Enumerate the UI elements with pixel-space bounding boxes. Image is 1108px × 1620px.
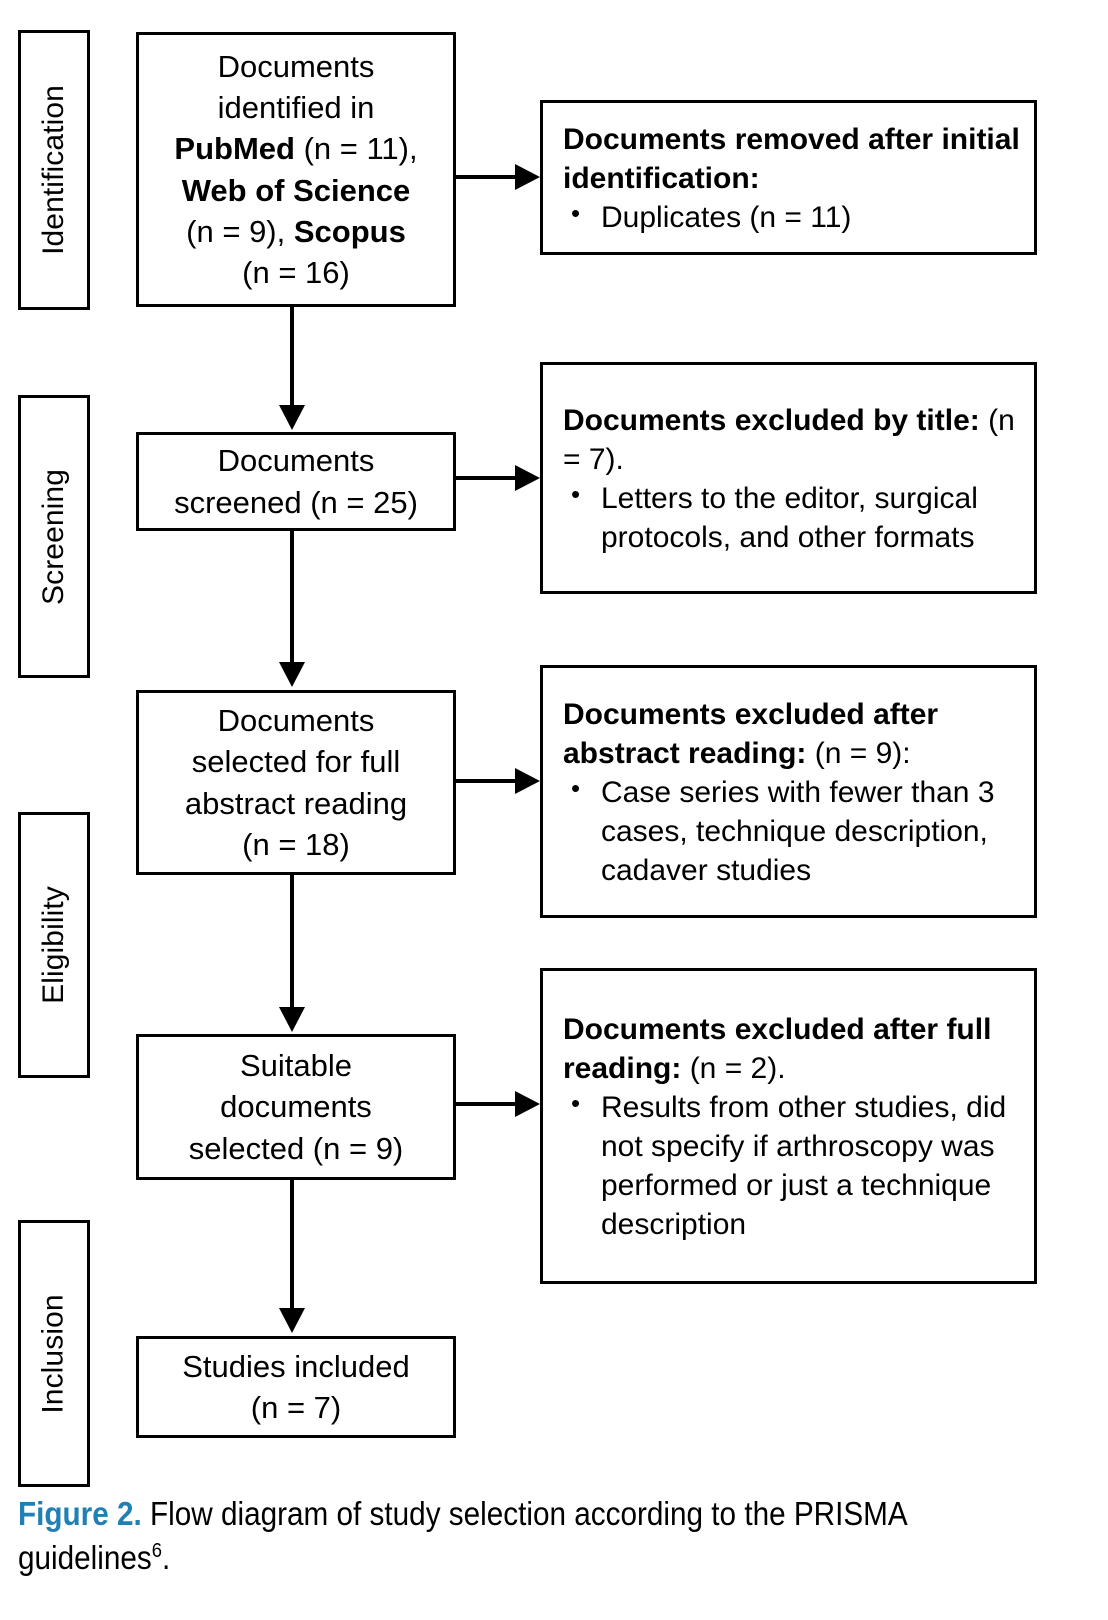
flow-box-line: (n = 18) bbox=[185, 824, 407, 865]
connector-suitable-to-excluded-full-line bbox=[456, 1102, 518, 1106]
flow-box-line: abstract reading bbox=[185, 783, 407, 824]
figure-caption-text: Flow diagram of study selection accordin… bbox=[18, 1495, 907, 1576]
exclusion-box-title-heading: Documents excluded by title: (n = 7). bbox=[563, 401, 1020, 479]
flow-box-line: (n = 9), Scopus bbox=[174, 211, 417, 252]
stage-label-screening: Screening bbox=[18, 395, 90, 678]
exclusion-box-title-heading-bold: Documents excluded by title: bbox=[563, 404, 980, 437]
connector-identified-to-removed-arrow bbox=[515, 164, 540, 190]
stage-label-identification: Identification bbox=[18, 30, 90, 310]
exclusion-box-title-heading-regular: (n = 7). bbox=[563, 404, 1015, 476]
stage-label-inclusion-text: Inclusion bbox=[37, 1293, 70, 1414]
flow-box-span: (n = 9), bbox=[186, 213, 294, 249]
figure-caption: Figure 2. Flow diagram of study selectio… bbox=[18, 1492, 972, 1579]
connector-screened-to-abstract-arrow bbox=[279, 662, 305, 687]
stage-label-eligibility-text: Eligibility bbox=[37, 886, 70, 1004]
connector-screened-to-abstract-line bbox=[290, 531, 294, 664]
flow-box-line: selected for full bbox=[185, 741, 407, 782]
exclusion-box-full-bullets: Results from other studies, did not spec… bbox=[563, 1087, 1020, 1244]
flow-box-line: (n = 16) bbox=[174, 252, 417, 293]
flow-box-line: identified in bbox=[174, 87, 417, 128]
flow-box-span: Studies included bbox=[182, 1348, 410, 1384]
connector-identified-to-screened-line bbox=[290, 307, 294, 407]
figure-caption-superscript: 6 bbox=[151, 1538, 162, 1562]
flow-box-documents-selected-abstract-text: Documents selected for full abstract readi… bbox=[185, 700, 407, 865]
flow-box-studies-included: Studies included (n = 7) bbox=[136, 1336, 456, 1438]
stage-label-inclusion: Inclusion bbox=[18, 1220, 90, 1487]
exclusion-box-full-heading: Documents excluded after full reading: (… bbox=[563, 1010, 1020, 1088]
figure-caption-end: . bbox=[162, 1538, 171, 1576]
exclusion-box-excluded-after-full-reading: Documents excluded after full reading: (… bbox=[540, 968, 1037, 1284]
flow-box-span: Suitable bbox=[239, 1048, 352, 1084]
exclusion-box-title-bullets: Letters to the editor, surgical protocol… bbox=[563, 478, 1020, 557]
exclusion-box-removed-heading: Documents removed after initial identifi… bbox=[563, 120, 1020, 198]
flow-box-line: screened (n = 25) bbox=[174, 482, 418, 523]
exclusion-box-full-heading-regular: (n = 2). bbox=[681, 1052, 786, 1085]
connector-identified-to-removed-line bbox=[456, 175, 518, 179]
stage-label-identification-text: Identification bbox=[37, 85, 70, 255]
figure-label: Figure 2. bbox=[18, 1495, 142, 1532]
exclusion-box-removed-heading-bold: Documents removed after initial identifi… bbox=[563, 123, 1020, 195]
flow-box-line: Studies included bbox=[182, 1346, 410, 1387]
flow-box-line: Suitable bbox=[189, 1045, 404, 1086]
list-item: Letters to the editor, surgical protocol… bbox=[563, 478, 1020, 557]
connector-screened-to-excluded-title-line bbox=[456, 476, 518, 480]
connector-suitable-to-excluded-full-arrow bbox=[515, 1091, 540, 1117]
flow-box-span: documents bbox=[220, 1089, 372, 1125]
flow-box-line: (n = 7) bbox=[182, 1387, 410, 1428]
flow-box-span: (n = 16) bbox=[242, 254, 350, 290]
connector-abstract-to-excluded-abstract-arrow bbox=[515, 768, 540, 794]
list-item: Case series with fewer than 3 cases, tec… bbox=[563, 772, 1020, 890]
exclusion-box-full-heading-bold: Documents excluded after full reading: bbox=[563, 1013, 992, 1085]
exclusion-box-abstract-heading-regular: (n = 9): bbox=[806, 737, 911, 770]
connector-screened-to-excluded-title-arrow bbox=[515, 465, 540, 491]
connector-abstract-to-suitable-line bbox=[290, 875, 294, 1009]
exclusion-box-excluded-by-title: Documents excluded by title: (n = 7). Le… bbox=[540, 362, 1037, 594]
connector-suitable-to-included-line bbox=[290, 1180, 294, 1310]
flow-box-span: Documents bbox=[217, 443, 375, 479]
stage-label-eligibility: Eligibility bbox=[18, 812, 90, 1078]
exclusion-box-removed-bullets: Duplicates (n = 11) bbox=[563, 197, 1020, 237]
flow-box-documents-screened: Documents screened (n = 25) bbox=[136, 432, 456, 531]
flow-box-line: Documents bbox=[185, 700, 407, 741]
connector-abstract-to-excluded-abstract-line bbox=[456, 779, 518, 783]
flow-box-line: PubMed (n = 11), bbox=[174, 128, 417, 169]
stage-label-screening-text: Screening bbox=[37, 468, 70, 605]
connector-identified-to-screened-arrow bbox=[279, 405, 305, 430]
flow-box-suitable-documents: Suitable documents selected (n = 9) bbox=[136, 1034, 456, 1180]
exclusion-box-excluded-after-abstract-reading: Documents excluded after abstract readin… bbox=[540, 665, 1037, 918]
flow-box-span: screened (n = 25) bbox=[174, 484, 418, 520]
flow-box-line: Documents bbox=[174, 46, 417, 87]
flow-box-suitable-documents-text: Suitable documents selected (n = 9) bbox=[189, 1045, 404, 1169]
list-item: Results from other studies, did not spec… bbox=[563, 1087, 1020, 1244]
flow-box-span: abstract reading bbox=[184, 785, 408, 821]
flow-box-span: identified in bbox=[217, 90, 375, 126]
exclusion-box-abstract-bullets: Case series with fewer than 3 cases, tec… bbox=[563, 772, 1020, 890]
flow-box-span: selected for full bbox=[191, 744, 401, 780]
exclusion-box-abstract-heading-bold: Documents excluded after abstract readin… bbox=[563, 698, 939, 770]
flow-box-line: Web of Science bbox=[174, 170, 417, 211]
flow-box-span: Documents bbox=[217, 703, 375, 739]
flow-box-span: (n = 11), bbox=[294, 131, 418, 167]
flow-box-line: documents bbox=[189, 1086, 404, 1127]
flow-box-emphasis: Scopus bbox=[293, 213, 406, 249]
flow-box-span: Documents bbox=[217, 48, 375, 84]
flow-box-span: (n = 7) bbox=[250, 1390, 342, 1425]
flow-box-emphasis: Web of Science bbox=[181, 172, 411, 208]
flow-box-line: selected (n = 9) bbox=[189, 1128, 404, 1169]
flow-box-studies-included-text: Studies included (n = 7) bbox=[182, 1346, 410, 1428]
flow-box-documents-screened-text: Documents screened (n = 25) bbox=[174, 440, 418, 522]
exclusion-box-abstract-heading: Documents excluded after abstract readin… bbox=[563, 695, 1020, 773]
flow-box-span: selected (n = 9) bbox=[188, 1130, 404, 1166]
flow-box-line: Documents bbox=[174, 440, 418, 481]
flow-box-documents-selected-abstract: Documents selected for full abstract readi… bbox=[136, 690, 456, 875]
connector-suitable-to-included-arrow bbox=[279, 1308, 305, 1333]
exclusion-box-removed-after-initial-identification: Documents removed after initial identifi… bbox=[540, 100, 1037, 255]
list-item: Duplicates (n = 11) bbox=[563, 197, 1020, 237]
flow-box-span: (n = 18) bbox=[242, 826, 350, 862]
connector-abstract-to-suitable-arrow bbox=[279, 1007, 305, 1032]
flow-box-emphasis: PubMed bbox=[174, 131, 295, 167]
